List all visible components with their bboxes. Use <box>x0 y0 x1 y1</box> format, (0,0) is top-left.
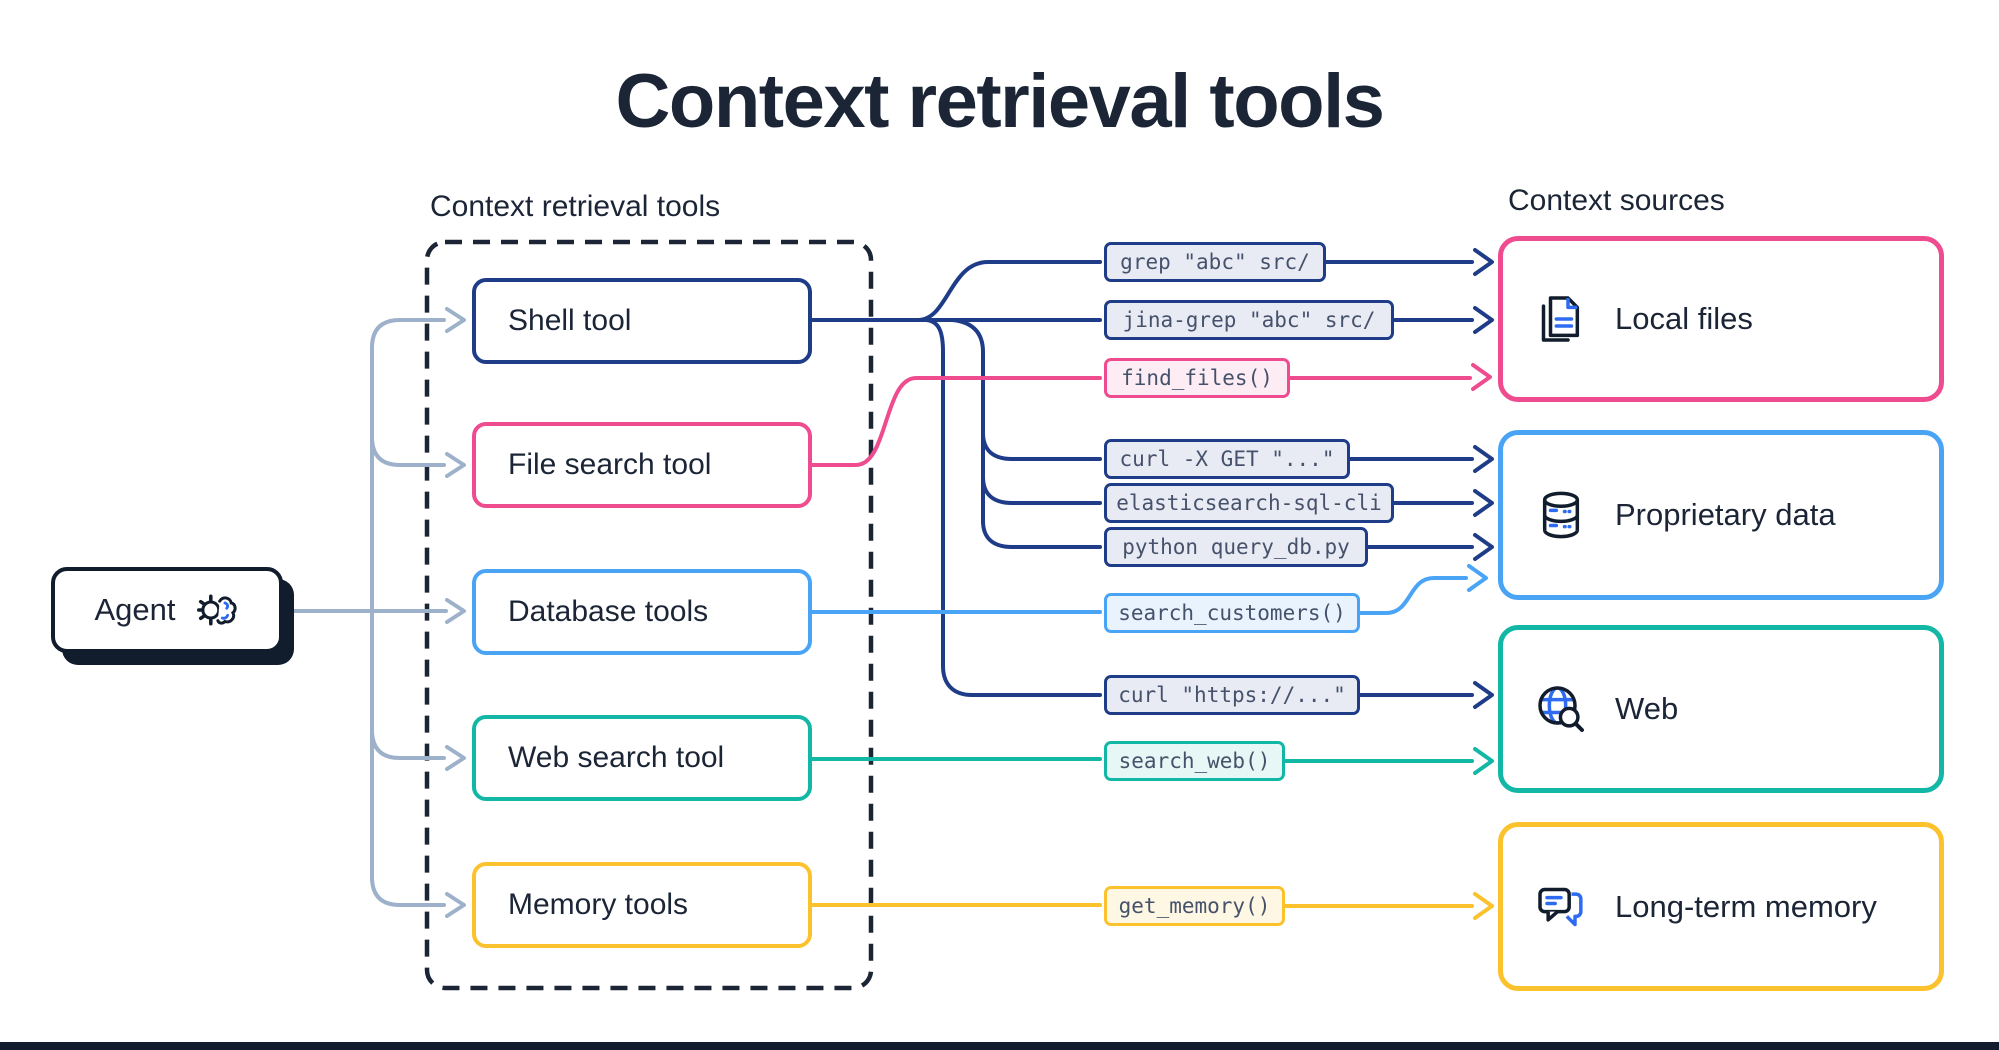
source-label: Web <box>1615 691 1679 726</box>
source-label: Local files <box>1615 301 1753 336</box>
command-chip-find-files: find_files() <box>1104 358 1290 398</box>
agent-label: Agent <box>94 592 176 627</box>
source-label: Proprietary data <box>1615 497 1836 532</box>
documents-icon <box>1533 291 1589 347</box>
chat-bubbles-icon <box>1533 879 1589 935</box>
source-box-local-files: Local files <box>1498 236 1944 402</box>
bottom-edge-bar <box>0 1042 1999 1050</box>
tools-group-label: Context retrieval tools <box>430 190 721 223</box>
command-chip-elasticsearch: elasticsearch-sql-cli <box>1104 483 1394 523</box>
command-chip-curl-https: curl "https://..." <box>1104 675 1360 715</box>
source-box-web: Web <box>1498 625 1944 793</box>
tool-box-web-search: Web search tool <box>472 715 812 801</box>
gear-brain-icon <box>194 588 240 632</box>
command-chip-grep: grep "abc" src/ <box>1104 242 1326 282</box>
tool-box-shell: Shell tool <box>472 278 812 364</box>
command-chip-get-memory: get_memory() <box>1104 886 1285 926</box>
sources-group-label: Context sources <box>1508 184 1725 217</box>
source-label: Long-term memory <box>1615 888 1877 924</box>
agent-fanout-lines <box>283 307 466 918</box>
command-chip-python-query: python query_db.py <box>1104 527 1368 567</box>
command-chip-jina-grep: jina-grep "abc" src/ <box>1104 300 1394 340</box>
source-box-proprietary-data: Proprietary data <box>1498 430 1944 600</box>
tool-box-file-search: File search tool <box>472 422 812 508</box>
tool-box-database: Database tools <box>472 569 812 655</box>
tool-label: File search tool <box>508 448 712 481</box>
tool-label: Memory tools <box>508 888 689 921</box>
tool-box-memory: Memory tools <box>472 862 812 948</box>
globe-search-icon <box>1533 681 1589 737</box>
source-box-long-term-memory: Long-term memory <box>1498 822 1944 991</box>
command-chip-search-customers: search_customers() <box>1104 593 1360 633</box>
command-chip-search-web: search_web() <box>1104 741 1285 781</box>
tool-label: Database tools <box>508 595 709 628</box>
agent-node: Agent <box>51 567 283 653</box>
page-title: Context retrieval tools <box>615 59 1385 144</box>
tool-label: Shell tool <box>508 304 632 337</box>
database-icon <box>1533 487 1589 543</box>
tool-label: Web search tool <box>508 741 725 774</box>
command-chip-curl-get: curl -X GET "..." <box>1104 439 1350 479</box>
